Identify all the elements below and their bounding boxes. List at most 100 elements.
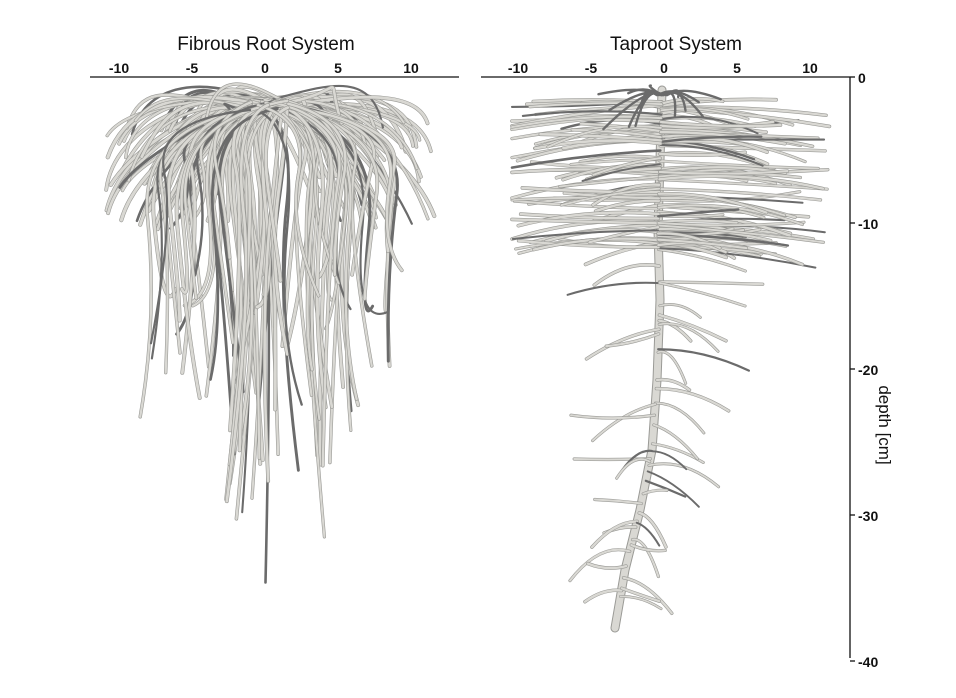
fibrous-x-tick-label: 0 bbox=[261, 60, 269, 76]
taproot-lateral-root bbox=[581, 163, 661, 182]
taproot-lateral-root bbox=[658, 170, 789, 175]
taproot-lateral-root bbox=[659, 120, 782, 128]
fibrous-long-root bbox=[213, 100, 253, 259]
taproot-deep-lateral-root bbox=[631, 538, 660, 578]
taproot-lateral-root bbox=[660, 115, 759, 135]
taproot-lateral-root bbox=[519, 212, 660, 220]
fibrous-long-root bbox=[225, 103, 270, 503]
taproot-lateral-root bbox=[660, 107, 749, 121]
taproot-lateral-root bbox=[588, 226, 660, 244]
taproot-lateral-root bbox=[511, 229, 659, 240]
taproot-lateral-root bbox=[657, 238, 748, 250]
taproot-deep-lateral-root bbox=[585, 328, 661, 361]
taproot-deep-lateral-root bbox=[655, 387, 730, 413]
taproot-lateral-root bbox=[521, 186, 661, 194]
taproot-lateral-root bbox=[658, 187, 822, 201]
taproot-deep-lateral-root bbox=[583, 589, 623, 603]
fibrous-long-root bbox=[183, 99, 289, 300]
taproot-deep-lateral-root bbox=[619, 595, 662, 610]
fibrous-x-tick-label: 10 bbox=[403, 60, 419, 76]
taproot-x-tick-label: -5 bbox=[585, 60, 598, 76]
taproot-deep-lateral-root bbox=[658, 319, 692, 343]
taproot-deep-lateral-root bbox=[568, 548, 631, 582]
fibrous-long-root bbox=[139, 105, 273, 418]
depth-ticks: 0-10-20-30-40 bbox=[850, 70, 878, 670]
taproot-lateral-root bbox=[563, 191, 661, 200]
taproot-lateral-root bbox=[532, 98, 663, 104]
taproot-lateral-root bbox=[513, 199, 660, 210]
taproot-lateral-root bbox=[657, 221, 805, 227]
taproot-lateral-root bbox=[657, 208, 740, 218]
fibrous-long-root bbox=[285, 106, 404, 272]
taproot-lateral-root bbox=[510, 218, 660, 225]
taproot-lateral-root bbox=[528, 102, 663, 108]
taproot-deep-lateral-root bbox=[658, 280, 764, 286]
taproot-deep-lateral-root bbox=[593, 498, 643, 505]
taproot-deep-lateral-root bbox=[658, 313, 728, 342]
fibrous-long-root bbox=[263, 105, 284, 483]
taproot-lateral-root bbox=[558, 175, 661, 188]
fibrous-x-tick-label: -10 bbox=[109, 60, 129, 76]
taproot-deep-lateral-root bbox=[658, 282, 746, 307]
taproot-lateral-root bbox=[657, 248, 747, 272]
taproot-deep-lateral-root bbox=[570, 414, 656, 420]
taproot-deep-lateral-root bbox=[622, 576, 673, 615]
depth-axis-label: depth [cm] bbox=[875, 385, 894, 464]
taproot-lateral-root bbox=[560, 187, 661, 207]
taproot-deep-lateral-root bbox=[642, 489, 668, 495]
fibrous-crown-root bbox=[140, 100, 258, 159]
taproot-lateral-root bbox=[517, 239, 660, 249]
fibrous-x-tick-label: 5 bbox=[334, 60, 342, 76]
taproot-lateral-root bbox=[571, 128, 662, 139]
fibrous-long-root bbox=[272, 101, 358, 401]
taproot-lateral-root bbox=[658, 178, 829, 191]
taproot-deep-lateral-root bbox=[620, 587, 661, 603]
fibrous-x-tick-label: -5 bbox=[186, 60, 199, 76]
fibrous-long-root bbox=[149, 108, 252, 345]
taproot-deep-lateral-root bbox=[654, 402, 705, 434]
taproot-x-tick-label: 10 bbox=[802, 60, 818, 76]
fibrous-long-root bbox=[250, 107, 303, 406]
fibrous-long-root bbox=[274, 102, 328, 409]
taproot-lateral-root bbox=[591, 183, 661, 207]
taproot-x-ticks: -10 -5 0 5 10 bbox=[508, 60, 818, 76]
taproot-deep-lateral-root bbox=[657, 348, 751, 372]
taproot-x-tick-label: -10 bbox=[508, 60, 528, 76]
taproot-deep-lateral-root-outline bbox=[652, 423, 699, 461]
taproot-deep-lateral-root bbox=[586, 562, 628, 570]
depth-tick-label: 0 bbox=[858, 70, 866, 86]
fibrous-long-root bbox=[288, 100, 341, 467]
taproot-deep-lateral-root bbox=[593, 263, 661, 287]
fibrous-long-root bbox=[180, 104, 264, 375]
taproot-deep-lateral-root bbox=[650, 450, 688, 471]
fibrous-crown-root bbox=[287, 86, 343, 125]
taproot-deep-lateral-root-outline bbox=[654, 386, 731, 413]
taproot-deep-lateral-root bbox=[658, 322, 719, 353]
taproot-lateral-root bbox=[657, 219, 738, 224]
taproot-lateral-root bbox=[592, 157, 662, 176]
taproot-lateral-root bbox=[510, 149, 662, 169]
taproot-x-tick-label: 5 bbox=[733, 60, 741, 76]
taproot-roots bbox=[510, 84, 832, 633]
taproot-deep-lateral-root bbox=[638, 511, 668, 549]
taproot-lateral-root bbox=[579, 155, 662, 163]
taproot-deep-lateral-root-outline bbox=[630, 537, 661, 579]
taproot-lateral-root bbox=[659, 144, 764, 167]
taproot-lateral-root bbox=[657, 204, 804, 226]
taproot-deep-lateral-root bbox=[652, 424, 699, 460]
taproot-lateral-root bbox=[659, 160, 820, 170]
taproot-lateral-root bbox=[517, 211, 660, 227]
fibrous-crown-root bbox=[106, 96, 250, 159]
taproot-lateral-root bbox=[657, 192, 768, 214]
depth-tick-label: -20 bbox=[858, 362, 878, 378]
depth-axis: 0-10-20-30-40 depth [cm] bbox=[849, 70, 894, 670]
fibrous-long-root bbox=[264, 106, 290, 283]
depth-tick-label: -10 bbox=[858, 216, 878, 232]
fibrous-long-root bbox=[259, 104, 340, 285]
taproot-x-tick-label: 0 bbox=[660, 60, 668, 76]
fibrous-x-ticks: -10 -5 0 5 10 bbox=[109, 60, 419, 76]
taproot-deep-lateral-root bbox=[566, 281, 661, 296]
